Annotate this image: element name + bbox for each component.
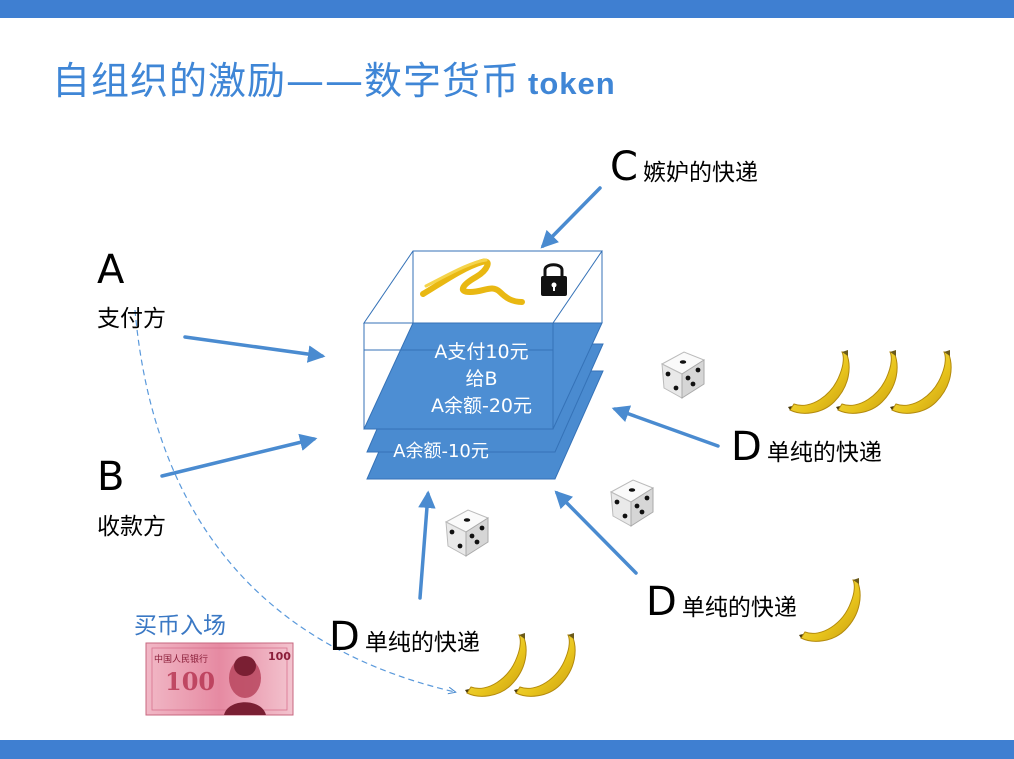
party-d-right-letter: D bbox=[731, 424, 762, 470]
party-d-bottom-role: 单纯的快递 bbox=[364, 630, 480, 656]
banana-icon bbox=[798, 577, 861, 642]
party-c-letter: C bbox=[610, 144, 638, 190]
buy-in-dashed-arrow bbox=[134, 309, 455, 692]
banana-icon bbox=[787, 349, 850, 414]
party-d-bottom-letter: D bbox=[329, 614, 360, 660]
party-d-right-label: D 单纯的快递 bbox=[731, 427, 882, 467]
top-accent-bar bbox=[0, 0, 1014, 18]
lock-icon bbox=[541, 263, 567, 296]
svg-text:100: 100 bbox=[268, 650, 291, 663]
dice-icon bbox=[661, 351, 705, 399]
party-d-right-role: 单纯的快递 bbox=[766, 440, 882, 466]
arrow-d-right-to-ledger bbox=[611, 405, 720, 448]
arrow-d-bottom-to-ledger bbox=[418, 490, 436, 600]
ledger-stack bbox=[363, 250, 604, 480]
party-d-bottom-label: D 单纯的快递 bbox=[329, 617, 480, 657]
dice-icon bbox=[445, 509, 489, 557]
ledger-line-3: A余额-20元 bbox=[430, 395, 533, 417]
svg-text:中国人民银行: 中国人民银行 bbox=[154, 653, 208, 665]
banana-icon bbox=[889, 349, 952, 414]
arrow-b-to-ledger bbox=[160, 433, 318, 478]
ledger-top-block-text: A支付10元 给B A余额-20元 bbox=[410, 339, 553, 420]
bottom-accent-bar bbox=[0, 740, 1014, 759]
party-b-role: 收款方 bbox=[97, 514, 166, 540]
party-c-role: 嫉妒的快递 bbox=[643, 160, 759, 186]
title-token: token bbox=[528, 66, 616, 101]
title-text: 自组织的激励——数字货币 bbox=[52, 59, 521, 103]
arrow-c-to-ledger bbox=[540, 186, 602, 249]
ledger-hidden-block-text: A余额-10元 bbox=[393, 441, 489, 462]
party-d-lower-right-role: 单纯的快递 bbox=[681, 595, 797, 621]
party-a-role: 支付方 bbox=[97, 306, 166, 332]
ledger-line-2: 给B bbox=[465, 368, 498, 390]
banknote-image: 中国人民银行 100 100 bbox=[145, 642, 294, 716]
buy-in-label: 买币入场 bbox=[134, 613, 226, 639]
party-b-letter: B bbox=[97, 454, 125, 500]
party-a-letter: A bbox=[97, 247, 125, 293]
party-d-lower-right-label: D 单纯的快递 bbox=[646, 582, 797, 622]
arrow-a-to-ledger bbox=[183, 335, 326, 363]
arrows bbox=[160, 186, 720, 600]
party-d-lower-right-letter: D bbox=[646, 579, 677, 625]
signature-scribble bbox=[420, 258, 525, 305]
ledger-line-1: A支付10元 bbox=[434, 341, 529, 363]
party-c-label: C 嫉妒的快递 bbox=[610, 147, 758, 187]
svg-text:100: 100 bbox=[165, 667, 215, 696]
dice-icon bbox=[610, 479, 654, 527]
arrow-d-lower-right-to-ledger bbox=[554, 490, 638, 575]
